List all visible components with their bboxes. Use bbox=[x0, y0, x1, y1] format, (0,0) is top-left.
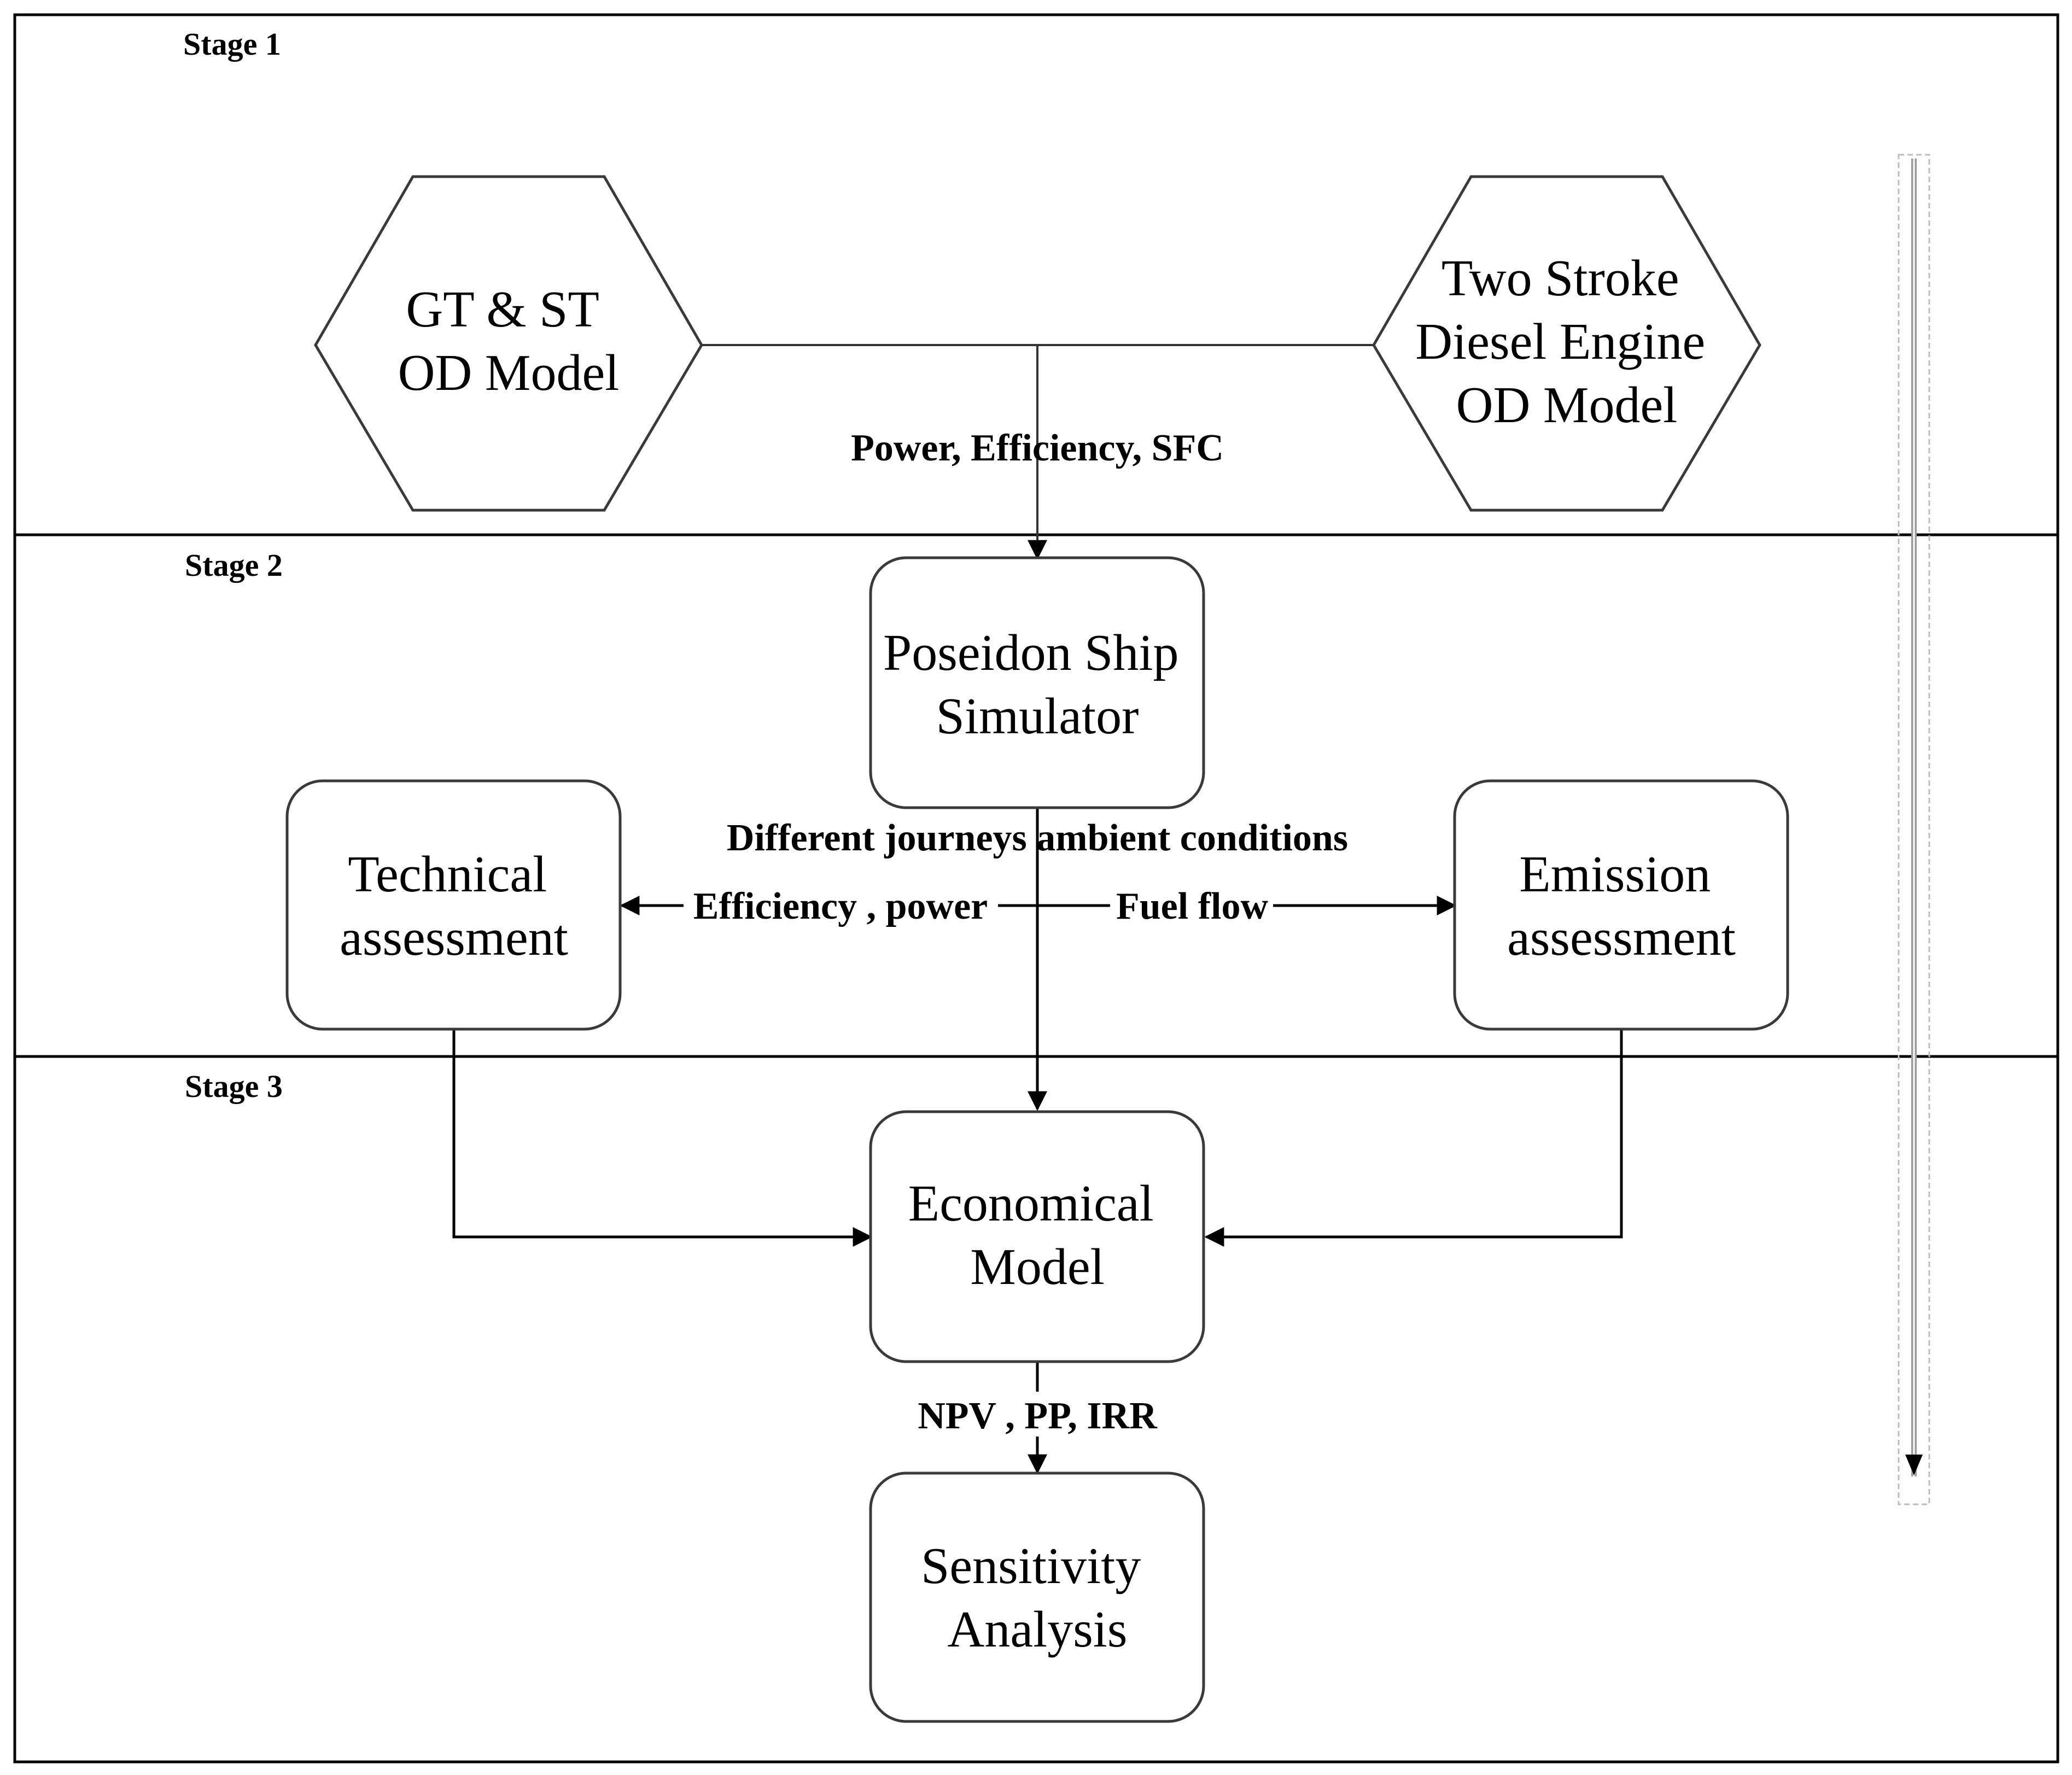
label-npv-pp-irr: NPV , PP, IRR bbox=[918, 1395, 1158, 1437]
technical-to-economical bbox=[452, 1029, 873, 1247]
economical-line1: Economical bbox=[908, 1175, 1154, 1232]
label-different-journeys: Different journeys ambient conditions bbox=[727, 817, 1348, 859]
svg-text:Poseidon Ship Simulator: Poseidon Ship Simulator bbox=[883, 624, 1192, 745]
stage1-label: Stage 1 bbox=[183, 26, 281, 62]
sensitivity-line2: Analysis bbox=[948, 1601, 1128, 1658]
emission-line1: Emission bbox=[1519, 846, 1711, 903]
economical-line2: Model bbox=[970, 1239, 1104, 1295]
emission-assessment-node: Emission assessment bbox=[1453, 779, 1789, 1031]
svg-text:Two Stroke Diesel Engine: Two Stroke Diesel Engine OD Model bbox=[1415, 250, 1718, 434]
stage2-label: Stage 2 bbox=[185, 547, 283, 583]
label-fuel-flow-bg bbox=[1110, 883, 1273, 926]
gt-st-line2: OD Model bbox=[398, 345, 620, 401]
svg-text:Emission assessment: Emission assessment bbox=[1507, 846, 1736, 966]
label-npv-bg bbox=[905, 1392, 1170, 1437]
svg-text:Sensitivity Analysis: Sensitivity Analysis bbox=[921, 1538, 1154, 1658]
technical-assessment-node: Technical assessment bbox=[285, 779, 622, 1031]
two-stroke-od-model-node: Two Stroke Diesel Engine OD Model bbox=[1372, 175, 1761, 512]
two-stroke-line2: Diesel Engine bbox=[1415, 313, 1705, 370]
svg-text:Economical Model: Economical Model bbox=[908, 1175, 1166, 1295]
gt-st-od-model-node: GT & ST OD Model bbox=[314, 175, 703, 512]
label-efficiency-power: Efficiency , power bbox=[693, 885, 988, 927]
gt-st-line1: GT & ST bbox=[406, 281, 598, 338]
poseidon-line2: Simulator bbox=[936, 688, 1139, 745]
label-fuel-flow: Fuel flow bbox=[1116, 885, 1268, 927]
sensitivity-line1: Sensitivity bbox=[921, 1538, 1141, 1595]
economical-model-node: Economical Model bbox=[869, 1110, 1205, 1363]
technical-line2: assessment bbox=[340, 909, 568, 966]
progress-arrow bbox=[1898, 154, 1930, 1505]
poseidon-simulator-node: Poseidon Ship Simulator bbox=[869, 556, 1205, 809]
label-power-efficiency-sfc: Power, Efficiency, SFC bbox=[851, 427, 1224, 469]
stage3-label: Stage 3 bbox=[185, 1068, 283, 1104]
svg-text:Technical assessment: Technical assessment bbox=[340, 846, 568, 966]
two-stroke-line3: OD Model bbox=[1456, 377, 1678, 434]
technical-line1: Technical bbox=[348, 846, 547, 903]
emission-line2: assessment bbox=[1507, 909, 1736, 966]
emission-to-economical bbox=[1204, 1029, 1623, 1247]
svg-text:GT & ST OD Model: GT & ST OD Model bbox=[398, 281, 620, 401]
sensitivity-analysis-node: Sensitivity Analysis bbox=[869, 1472, 1205, 1723]
two-stroke-line1: Two Stroke bbox=[1441, 250, 1679, 307]
label-eff-power-bg bbox=[684, 883, 998, 926]
poseidon-line1: Poseidon Ship bbox=[883, 624, 1179, 681]
